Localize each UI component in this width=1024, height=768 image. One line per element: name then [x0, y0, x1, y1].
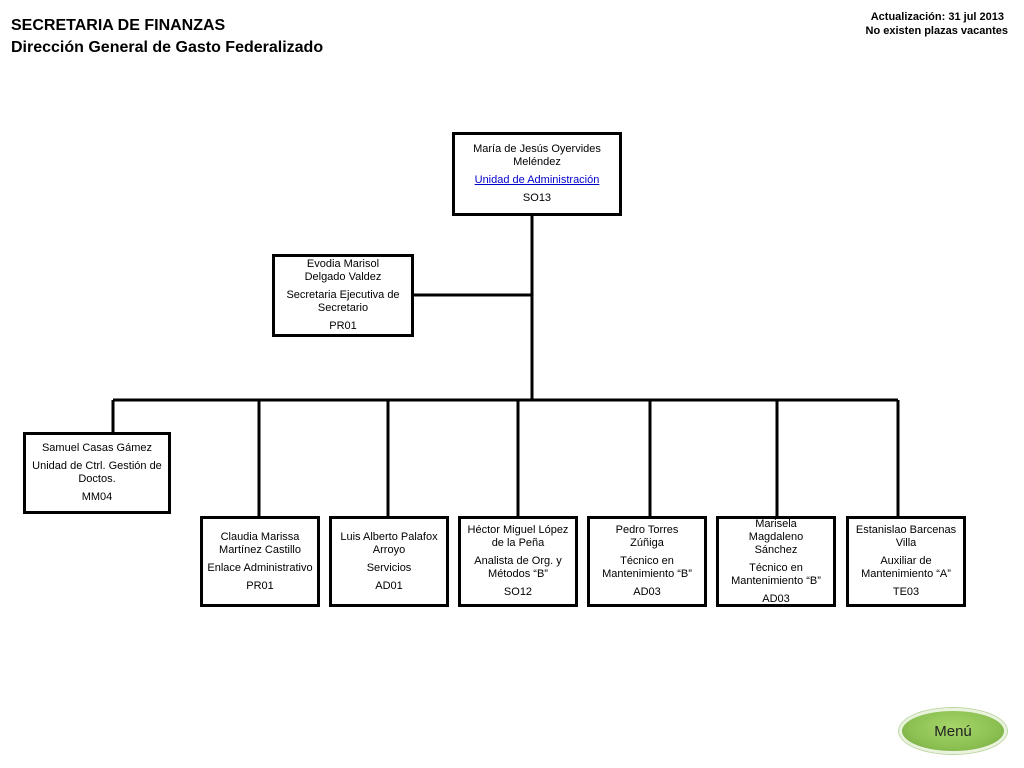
org-node-staff-1: Claudia Marissa Martínez Castillo Enlace…: [200, 516, 320, 607]
node-code: TE03: [892, 586, 920, 598]
org-node-staff-4: Pedro Torres Zúñiga Técnico en Mantenimi…: [587, 516, 707, 607]
node-code: MM04: [81, 491, 113, 503]
org-node-staff-5: Marisela Magdaleno Sánchez Técnico en Ma…: [716, 516, 836, 607]
node-name: Héctor Miguel López de la Peña: [467, 524, 569, 549]
node-name: Pedro Torres Zúñiga: [615, 524, 679, 549]
node-post: Enlace Administrativo: [207, 561, 313, 574]
org-node-root: María de Jesús Oyervides Meléndez Unidad…: [452, 132, 622, 216]
org-node-assistant: Evodia Marisol Delgado Valdez Secretaria…: [272, 254, 414, 337]
menu-button[interactable]: Menú: [899, 708, 1007, 754]
unit-link[interactable]: Unidad de Administración: [474, 174, 600, 186]
node-code: SO13: [522, 192, 552, 204]
node-name: Estanislao Barcenas Villa: [855, 524, 957, 549]
node-code: AD03: [633, 586, 661, 598]
node-name: Evodia Marisol Delgado Valdez: [304, 258, 382, 283]
org-node-left-unit: Samuel Casas Gámez Unidad de Ctrl. Gesti…: [23, 432, 171, 514]
node-post: Técnico en Mantenimiento “B”: [602, 555, 692, 580]
vacancies-note: No existen plazas vacantes: [865, 25, 1008, 37]
node-post: Técnico en Mantenimiento “B”: [731, 561, 821, 587]
node-post: Servicios: [366, 561, 412, 574]
node-name: Marisela Magdaleno Sánchez: [748, 517, 804, 556]
node-post: Auxiliar de Mantenimiento “A”: [861, 555, 951, 580]
org-node-staff-3: Héctor Miguel López de la Peña Analista …: [458, 516, 578, 607]
page-title: SECRETARIA DE FINANZAS: [11, 17, 226, 34]
node-code: SO12: [503, 586, 533, 598]
node-post: Unidad de Ctrl. Gestión de Doctos.: [32, 460, 162, 485]
org-node-staff-2: Luis Alberto Palafox Arroyo Servicios AD…: [329, 516, 449, 607]
node-name: Luis Alberto Palafox Arroyo: [340, 530, 438, 556]
node-name: María de Jesús Oyervides Meléndez: [473, 143, 601, 168]
node-code: AD01: [375, 579, 403, 592]
node-code: PR01: [329, 320, 357, 332]
update-date: Actualización: 31 jul 2013: [870, 11, 1004, 23]
page-subtitle: Dirección General de Gasto Federalizado: [11, 39, 324, 56]
node-post: Analista de Org. y Métodos “B”: [474, 555, 562, 580]
org-node-staff-6: Estanislao Barcenas Villa Auxiliar de Ma…: [846, 516, 966, 607]
menu-button-label: Menú: [934, 722, 972, 740]
node-code: PR01: [246, 579, 274, 592]
node-post: Secretaria Ejecutiva de Secretario: [286, 289, 400, 314]
node-code: AD03: [762, 592, 790, 605]
node-name: Samuel Casas Gámez: [41, 442, 153, 454]
node-name: Claudia Marissa Martínez Castillo: [219, 530, 301, 556]
